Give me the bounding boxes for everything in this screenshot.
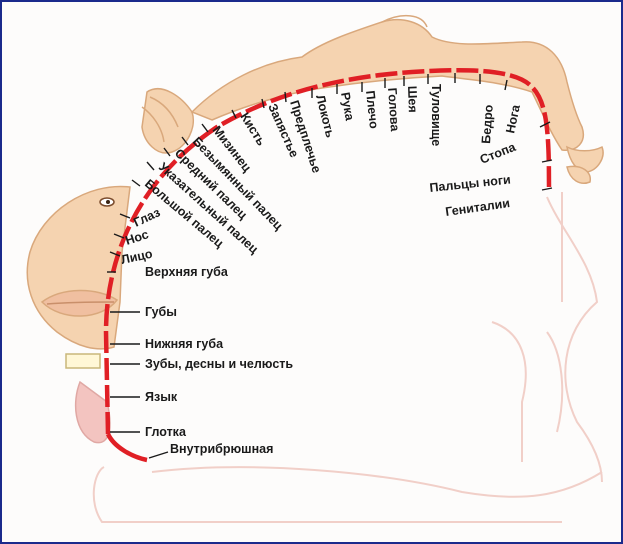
hand-shape [141, 88, 194, 154]
teeth-shape [65, 353, 101, 369]
label-ticks [107, 73, 553, 433]
label-noga: Нога [503, 102, 523, 134]
label-nizhnyaya-guba: Нижняя губа [145, 337, 224, 351]
label-bedro: Бедро [479, 104, 496, 144]
label-lokot: Локоть [313, 93, 337, 139]
brain-outline [92, 192, 603, 523]
label-nos: Нос [124, 227, 151, 248]
label-vnutribryushnaya: Внутрибрюшная [170, 442, 273, 456]
label-tulovishche: Туловище [429, 84, 443, 146]
cortex-boundary [103, 68, 552, 435]
label-kist: Кисть [237, 110, 268, 148]
toes-shape [566, 165, 591, 184]
label-glotka: Глотка [145, 425, 187, 439]
label-yazyk: Язык [145, 390, 178, 404]
label-guby: Губы [145, 305, 177, 319]
label-litso: Лицо [120, 247, 154, 267]
label-genitalii: Гениталии [444, 196, 510, 219]
body-shape [190, 18, 584, 151]
label-sheya: Шея [405, 86, 420, 113]
label-verkhnyaya-guba: Верхняя губа [145, 265, 229, 279]
label-ruka: Рука [338, 91, 357, 123]
label-plecho: Плечо [363, 90, 381, 130]
label-golova: Голова [385, 87, 402, 133]
homunculus-figure [26, 15, 604, 444]
tongue-shape [74, 380, 111, 444]
label-paltsy-nogi: Пальцы ноги [429, 173, 512, 195]
lips-shape [40, 289, 119, 317]
label-zuby: Зубы, десны и челюсть [145, 357, 293, 371]
